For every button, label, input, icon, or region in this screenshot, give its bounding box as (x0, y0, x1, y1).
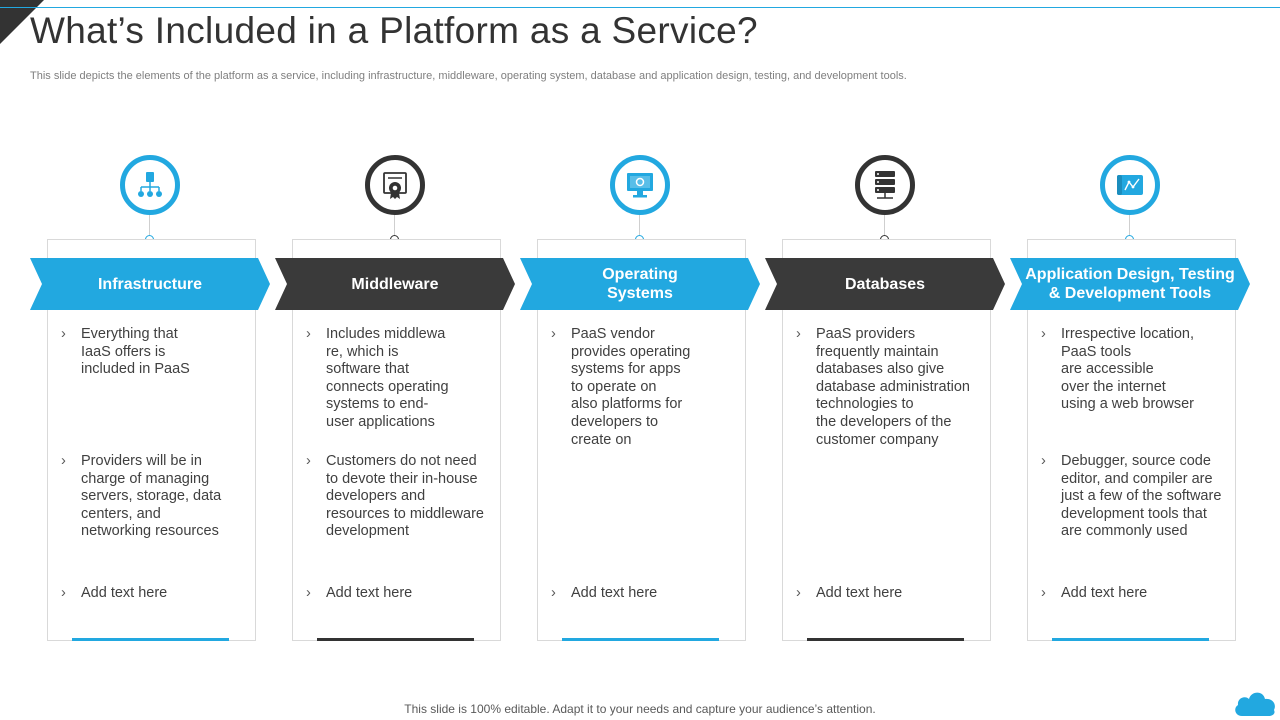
bullet-item: ›Debugger, source code editor, and compi… (1041, 453, 1222, 540)
connector-line (639, 215, 640, 235)
column-heading: Infrastructure (30, 258, 270, 310)
card-accent-bar (317, 638, 474, 641)
column-middleware: Middleware ›Includes middlewa re, which … (275, 150, 525, 650)
card-accent-bar (807, 638, 964, 641)
card-accent-bar (72, 638, 229, 641)
monitor-settings-icon (610, 155, 670, 215)
bullet-item: ›Add text here (61, 585, 168, 601)
bullet-chevron: › (306, 585, 311, 601)
bullet-chevron: › (796, 585, 801, 601)
network-hierarchy-icon (120, 155, 180, 215)
bullet-item: ›Everything that IaaS offers is included… (61, 326, 190, 378)
page-title: What’s Included in a Platform as a Servi… (30, 10, 758, 51)
bullet-chevron: › (61, 453, 66, 469)
bullet-item: ›PaaS providers frequently maintain data… (796, 326, 970, 448)
server-rack-icon (855, 155, 915, 215)
column-heading: Middleware (275, 258, 515, 310)
bullet-item: ›Customers do not need to devote their i… (306, 453, 484, 540)
card-accent-bar (1052, 638, 1209, 641)
bullet-item: ›Add text here (796, 585, 903, 601)
footer-note: This slide is 100% editable. Adapt it to… (404, 702, 876, 716)
bullet-chevron: › (1041, 326, 1046, 342)
cloud-icon (1235, 692, 1275, 716)
bullet-chevron: › (796, 326, 801, 342)
connector-line (394, 215, 395, 235)
connector-line (884, 215, 885, 235)
bullet-chevron: › (306, 453, 311, 469)
bullet-chevron: › (551, 326, 556, 342)
bullet-item: ›PaaS vendor provides operating systems … (551, 326, 691, 448)
top-rule (0, 7, 1280, 8)
bullet-item: ›Add text here (551, 585, 658, 601)
bullet-item: ›Add text here (1041, 585, 1148, 601)
bullet-chevron: › (1041, 585, 1046, 601)
column-infrastructure: Infrastructure ›Everything that IaaS off… (30, 150, 280, 650)
column-operating-systems: Operating Systems ›PaaS vendor provides … (520, 150, 770, 650)
bullet-chevron: › (1041, 453, 1046, 469)
certificate-gear-icon (365, 155, 425, 215)
bullet-chevron: › (61, 326, 66, 342)
bullet-item: ›Providers will be in charge of managing… (61, 453, 222, 540)
column-databases: Databases ›PaaS providers frequently mai… (765, 150, 1015, 650)
column-application-tools: Application Design, Testing & Developmen… (1010, 150, 1260, 650)
connector-line (149, 215, 150, 235)
bullet-chevron: › (61, 585, 66, 601)
page-subtitle: This slide depicts the elements of the p… (30, 70, 907, 82)
bullet-item: ›Irrespective location, PaaS tools are a… (1041, 326, 1194, 413)
column-heading: Application Design, Testing & Developmen… (1010, 258, 1250, 310)
bullet-item: ›Add text here (306, 585, 413, 601)
bullet-chevron: › (306, 326, 311, 342)
column-heading: Operating Systems (520, 258, 760, 310)
connector-line (1129, 215, 1130, 235)
column-heading: Databases (765, 258, 1005, 310)
card-accent-bar (562, 638, 719, 641)
blueprint-icon (1100, 155, 1160, 215)
bullet-chevron: › (551, 585, 556, 601)
bullet-item: ›Includes middlewa re, which is software… (306, 326, 449, 430)
